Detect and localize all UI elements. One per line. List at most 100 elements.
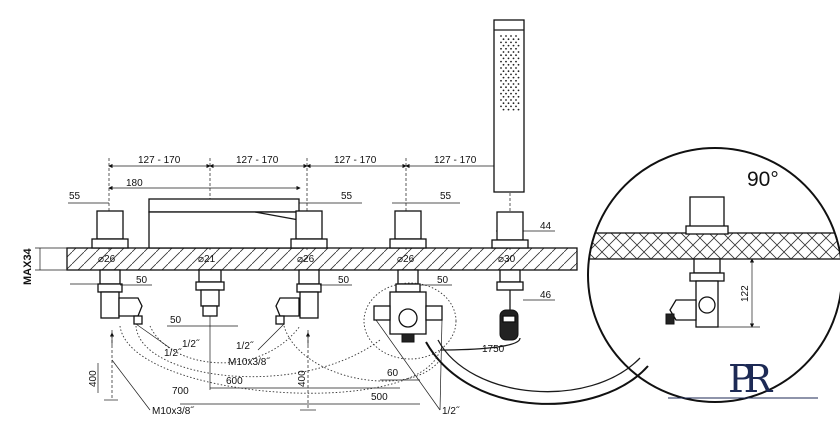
nozzle-dot	[510, 105, 512, 108]
length-600-label: 600	[226, 376, 243, 387]
hose-length-label: 1750	[482, 344, 505, 355]
nozzle-dot	[512, 44, 515, 47]
nozzle-dot	[507, 76, 510, 79]
nozzle-dot	[507, 57, 510, 60]
nozzle-dot	[512, 83, 515, 85]
nozzle-dot	[505, 54, 507, 57]
nozzle-dot	[515, 47, 517, 50]
hole-label-4: ⌀26	[397, 254, 415, 265]
nozzle-dot	[502, 76, 505, 79]
thread-half-a: 1/2˝	[182, 338, 200, 350]
nozzle-dot	[510, 86, 512, 89]
top-dim-2: 127 - 170	[236, 155, 279, 166]
nozzle-dot	[500, 99, 502, 101]
nozzle-dot	[517, 70, 520, 73]
thread-half-d: 1/2˝	[442, 405, 460, 417]
nozzle-dot	[507, 83, 510, 85]
below-label-2: 50	[338, 275, 350, 286]
top-dim-4: 127 - 170	[434, 155, 477, 166]
nozzle-dot	[500, 86, 502, 89]
nozzle-dot	[517, 76, 520, 79]
nozzle-dot	[515, 79, 517, 82]
logo-text: PR	[728, 357, 774, 401]
height-400-mid-label: 400	[297, 370, 308, 387]
spout-width-dimension: 180	[108, 178, 301, 191]
nozzle-dot	[517, 38, 520, 41]
brand-logo: PR	[668, 357, 818, 401]
nozzle-dot	[517, 83, 520, 85]
nozzle-dot	[507, 108, 510, 111]
detail-height-label: 122	[740, 285, 751, 302]
nozzle-dot	[500, 41, 502, 44]
spout-width-label: 180	[126, 178, 143, 189]
length-700-label: 700	[172, 386, 189, 397]
nozzle-dot	[515, 67, 517, 69]
top-dim-3: 127 - 170	[334, 155, 377, 166]
nozzle-dot	[500, 47, 502, 50]
nozzle-dot	[512, 63, 515, 66]
max-deck-dimension: MAX34	[22, 247, 67, 285]
nozzle-dot	[502, 51, 505, 53]
below-hose-label: 46	[540, 290, 552, 301]
offset-label-2: 55	[341, 191, 353, 202]
nozzle-dot	[517, 63, 520, 66]
thread-m10-left: M10x3/8˝	[152, 405, 194, 417]
hand-shower-width-label: 44	[540, 221, 552, 232]
nozzle-dot	[512, 95, 515, 98]
nozzle-dot	[502, 70, 505, 73]
nozzle-dot	[517, 102, 520, 105]
nozzle-dot	[502, 83, 505, 85]
spout-valve-body: 50	[167, 269, 238, 327]
nozzle-dot	[515, 92, 517, 95]
nozzle-dot	[507, 51, 510, 53]
nozzle-dot	[502, 44, 505, 47]
length-60-label: 60	[387, 368, 399, 379]
nozzle-dot	[502, 63, 505, 66]
nozzle-dot	[515, 35, 517, 37]
thread-half-b: 1/2˝	[164, 347, 182, 359]
nozzle-dot	[510, 73, 512, 76]
hole-label-2: ⌀21	[198, 254, 216, 265]
nozzle-dot	[512, 38, 515, 41]
shower-nozzle-grid	[500, 35, 520, 111]
nozzle-dot	[507, 95, 510, 98]
top-dim-1: 127 - 170	[138, 155, 181, 166]
spout	[148, 198, 300, 249]
thread-half-c: 1/2˝	[236, 340, 254, 352]
nozzle-dot	[510, 54, 512, 57]
nozzle-dot	[510, 99, 512, 101]
nozzle-dot	[515, 41, 517, 44]
offset-label-3: 55	[440, 191, 452, 202]
nozzle-dot	[502, 38, 505, 41]
nozzle-dot	[507, 89, 510, 92]
nozzle-dot	[500, 73, 502, 76]
nozzle-dot	[510, 79, 512, 82]
nozzle-dot	[517, 57, 520, 60]
nozzle-dot	[505, 86, 507, 89]
nozzle-dot	[515, 105, 517, 108]
nozzle-dot	[502, 57, 505, 60]
nozzle-dot	[505, 105, 507, 108]
hose-connector: 46	[496, 269, 555, 341]
nozzle-dot	[515, 60, 517, 63]
nozzle-dot	[507, 38, 510, 41]
lower-dimensions: 600 60 700 500	[119, 316, 441, 405]
angle-label: 90°	[747, 168, 779, 191]
nozzle-dot	[512, 70, 515, 73]
hole-labels: ⌀26 ⌀21 ⌀26 ⌀26 ⌀30	[98, 254, 516, 265]
nozzle-dot	[515, 54, 517, 57]
length-500-label: 500	[371, 392, 388, 403]
nozzle-dot	[512, 51, 515, 53]
diverter-valve-body: 50	[363, 269, 457, 360]
nozzle-dot	[517, 108, 520, 111]
nozzle-dot	[500, 67, 502, 69]
hole-label-5: ⌀30	[498, 254, 516, 265]
hole-label-3: ⌀26	[297, 254, 315, 265]
nozzle-dot	[512, 57, 515, 60]
nozzle-dot	[507, 102, 510, 105]
nozzle-dot	[515, 99, 517, 101]
valve-2-body: 50	[275, 269, 352, 325]
hole-label-1: ⌀26	[98, 254, 116, 265]
hand-shower	[491, 19, 529, 249]
nozzle-dot	[507, 70, 510, 73]
